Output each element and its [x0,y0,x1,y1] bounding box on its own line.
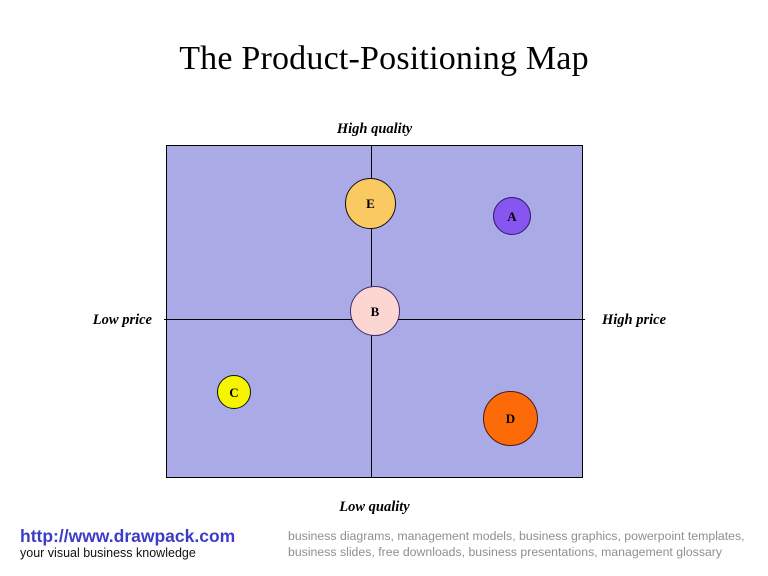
axis-label-high-quality: High quality [336,121,413,137]
axis-label-high-price: High price [602,312,667,328]
page-title: The Product-Positioning Map [179,40,589,77]
footer-website-link[interactable]: http://www.drawpack.com [20,526,236,546]
bubble-d[interactable]: D [483,391,538,446]
axis-label-low-quality: Low quality [339,499,410,515]
bubble-c[interactable]: C [217,375,251,409]
footer-keywords: business diagrams, management models, bu… [288,529,745,559]
bubble-b[interactable]: B [350,286,400,336]
axis-label-low-price: Low price [92,312,152,328]
bubble-a[interactable]: A [493,197,531,235]
bubble-e[interactable]: E [345,178,396,229]
footer-tagline: your visual business knowledge [20,546,196,560]
